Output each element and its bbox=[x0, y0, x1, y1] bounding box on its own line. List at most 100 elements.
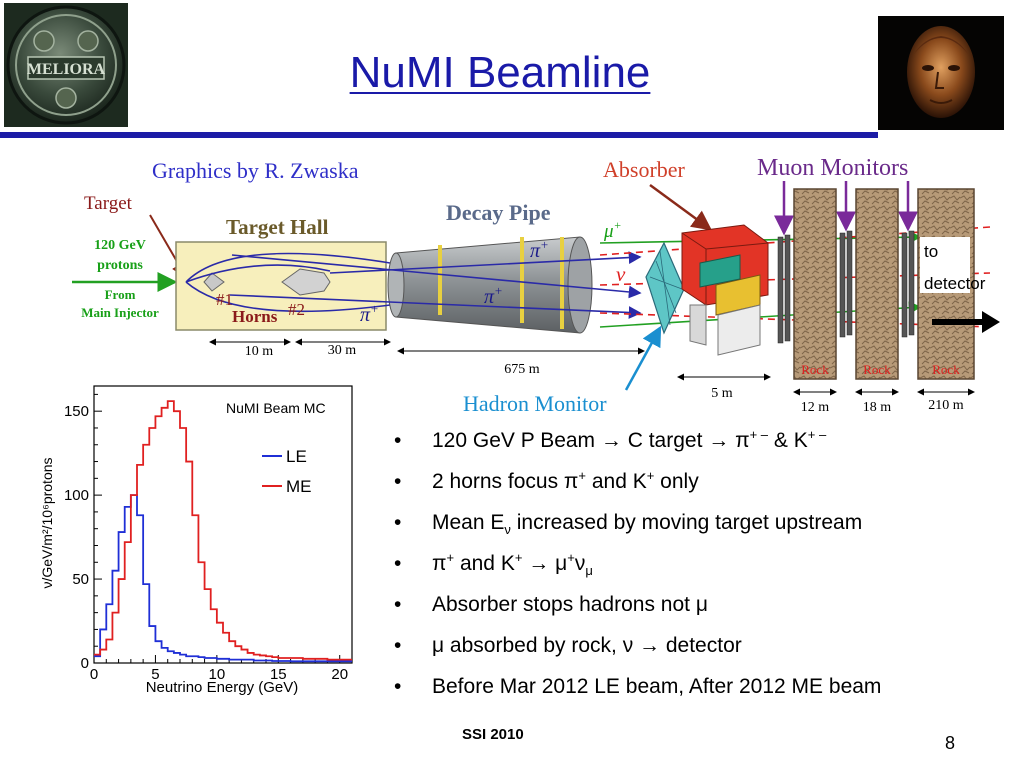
bullet-item: •120 GeV P Beam → C target → π+ – & K+ – bbox=[394, 424, 881, 465]
bullet-item: •π+ and K+ → μ+νμ bbox=[394, 547, 881, 588]
bullet-item: •Mean Eν increased by moving target upst… bbox=[394, 506, 881, 547]
beamline-diagram: Graphics by R. Zwaska Target 120 GeV pro… bbox=[72, 155, 1000, 416]
target-hall-label: Target Hall bbox=[226, 215, 329, 239]
distance-markers bbox=[209, 338, 975, 396]
bullet-text: Before Mar 2012 LE beam, After 2012 ME b… bbox=[432, 675, 882, 698]
main-injector-label: Main Injector bbox=[81, 305, 159, 320]
bullet-text: 120 GeV P Beam → C target → π bbox=[432, 429, 750, 452]
gev-label: 120 GeV bbox=[94, 238, 146, 253]
horns-label: Horns bbox=[232, 307, 278, 326]
bullet-list: •120 GeV P Beam → C target → π+ – & K+ –… bbox=[394, 424, 881, 711]
neutrino-label-1: ν bbox=[616, 262, 626, 286]
bullet-text: increased by moving target upstream bbox=[510, 511, 863, 534]
bullet-text: ν bbox=[574, 552, 586, 575]
x-tick-label: 15 bbox=[270, 666, 287, 683]
y-tick-label: 0 bbox=[81, 655, 89, 672]
x-tick-label: 10 bbox=[209, 666, 226, 683]
x-tick-label: 5 bbox=[151, 666, 159, 683]
bullet-text: only bbox=[654, 470, 699, 493]
bullet-item: • μ absorbed by rock, ν → detector bbox=[394, 629, 881, 670]
rock-label-1: Rock bbox=[801, 362, 829, 377]
bullet-marker: • bbox=[394, 470, 402, 493]
dist-210m: 210 m bbox=[928, 398, 964, 413]
bullet-text: Absorber stops hadrons not μ bbox=[432, 593, 708, 616]
chart-ylabel: ν/GeV/m²/10⁶protons bbox=[39, 457, 55, 588]
from-label: From bbox=[105, 287, 136, 302]
bullet-text: + bbox=[578, 468, 587, 483]
protons-label: protons bbox=[97, 258, 143, 273]
bullet-text: 2 horns focus π bbox=[432, 470, 579, 493]
legend-label-me: ME bbox=[286, 477, 312, 496]
pion-track-1 bbox=[329, 251, 642, 274]
to-label: to bbox=[924, 242, 938, 261]
muon-monitor-plates bbox=[777, 230, 915, 344]
bullet-text: μ bbox=[585, 563, 593, 579]
rock-1 bbox=[793, 188, 837, 380]
bullet-text: and K bbox=[586, 470, 647, 493]
absorber-label: Absorber bbox=[603, 157, 686, 182]
pion-track-2 bbox=[229, 294, 642, 319]
legend-label-le: LE bbox=[286, 447, 307, 466]
credit-label: Graphics by R. Zwaska bbox=[152, 158, 359, 183]
y-tick-label: 50 bbox=[72, 571, 89, 588]
series-line-le bbox=[94, 494, 352, 663]
page-title: NuMI Beamline bbox=[349, 48, 651, 97]
dist-675m: 675 m bbox=[504, 362, 540, 377]
pion-paths bbox=[185, 252, 391, 313]
x-tick-label: 0 bbox=[90, 666, 98, 683]
svg-text:π+: π+ bbox=[530, 237, 549, 262]
svg-text:π+: π+ bbox=[360, 301, 379, 326]
horn-2 bbox=[281, 268, 331, 296]
plot-frame bbox=[93, 385, 353, 664]
bullet-text: → μ bbox=[522, 552, 568, 575]
x-tick-label: 20 bbox=[331, 666, 348, 683]
pion-label-1: π+ π+ π+ bbox=[360, 237, 549, 326]
rock-label-2: Rock bbox=[863, 362, 891, 377]
bullet-marker: • bbox=[394, 634, 402, 657]
dist-10m: 10 m bbox=[245, 344, 274, 359]
meliora-text: MELIORA bbox=[27, 61, 106, 78]
y-tick-label: 150 bbox=[64, 403, 89, 420]
bullet-text: + – bbox=[749, 427, 769, 442]
bullet-text: + bbox=[567, 550, 575, 565]
meliora-logo: MELIORA bbox=[4, 3, 128, 127]
bullet-text: + bbox=[646, 468, 655, 483]
bullet-marker: • bbox=[394, 593, 402, 616]
bullet-text: + bbox=[514, 550, 523, 565]
bullet-marker: • bbox=[394, 429, 402, 452]
absorber-pointer bbox=[649, 183, 713, 231]
bullet-text: π bbox=[432, 552, 447, 575]
dist-5m: 5 m bbox=[711, 386, 733, 401]
bullet-marker: • bbox=[394, 511, 402, 534]
bullet-marker: • bbox=[394, 675, 402, 698]
bronze-face-icon bbox=[878, 16, 1004, 130]
bullet-marker: • bbox=[394, 552, 402, 575]
svg-text:π+: π+ bbox=[484, 283, 503, 308]
horn-1-label: #1 bbox=[216, 290, 233, 309]
muon-label-1: μ+ bbox=[603, 218, 622, 242]
page-number: 8 bbox=[945, 733, 956, 753]
footer-label: SSI 2010 bbox=[462, 726, 524, 743]
dist-18m: 18 m bbox=[863, 400, 892, 415]
bullet-text: + bbox=[446, 550, 455, 565]
muon-monitors-label: Muon Monitors bbox=[757, 155, 908, 181]
horn-2-label: #2 bbox=[288, 300, 305, 319]
dist-30m: 30 m bbox=[328, 343, 357, 358]
energy-spectrum-chart: NuMI Beam MC Neutrino Energy (GeV) ν/GeV… bbox=[39, 385, 353, 696]
dist-12m: 12 m bbox=[801, 400, 830, 415]
pion-track-3 bbox=[231, 254, 642, 299]
chart-xlabel: Neutrino Energy (GeV) bbox=[146, 679, 299, 696]
series-line-me bbox=[94, 400, 352, 661]
title-rule bbox=[0, 132, 878, 138]
horn-1 bbox=[203, 272, 225, 292]
bullet-item: • Absorber stops hadrons not μ bbox=[394, 588, 881, 629]
bullet-item: •2 horns focus π+ and K+ only bbox=[394, 465, 881, 506]
bullet-text: ν bbox=[504, 522, 511, 538]
y-tick-label: 100 bbox=[64, 487, 89, 504]
bullet-text: μ absorbed by rock, ν → detector bbox=[432, 634, 742, 657]
chart-title: NuMI Beam MC bbox=[226, 400, 326, 416]
detector-label: detector bbox=[924, 274, 986, 293]
decay-pipe-label: Decay Pipe bbox=[446, 200, 551, 225]
hadron-monitor-pointer bbox=[624, 325, 662, 391]
rock-2 bbox=[855, 188, 899, 380]
